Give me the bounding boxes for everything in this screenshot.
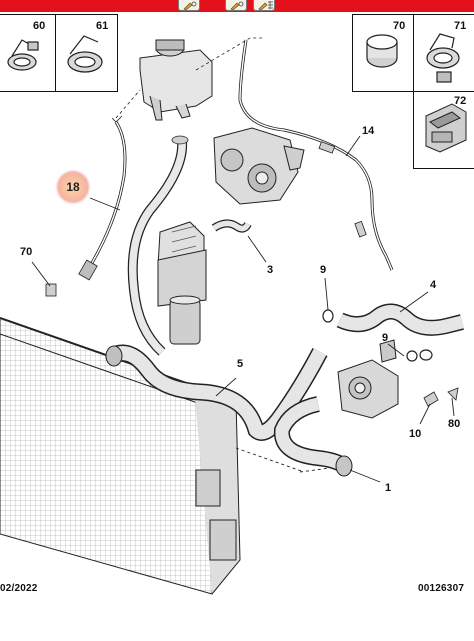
callout-80[interactable]: 80 — [448, 418, 461, 430]
clamp-60-icon — [7, 39, 39, 71]
thermostat-housing — [337, 339, 399, 419]
toolbar-button-2[interactable] — [225, 0, 247, 11]
sensor-72-icon — [425, 103, 467, 153]
pencil-link-icon — [183, 1, 197, 10]
part-box-61[interactable]: 61 — [55, 14, 118, 92]
callout-9-top[interactable]: 9 — [320, 264, 327, 276]
expansion-tank — [139, 39, 213, 121]
callout-10[interactable]: 10 — [409, 428, 422, 440]
callout-1[interactable]: 1 — [385, 482, 392, 494]
callout-4[interactable]: 4 — [430, 279, 437, 291]
callout-label: 18 — [66, 180, 80, 194]
o-ring-9-top — [322, 309, 334, 323]
callout-3[interactable]: 3 — [267, 264, 274, 276]
part-label: 60 — [33, 20, 46, 32]
footer-reference: 00126307 — [418, 583, 465, 594]
clamp-61-icon — [67, 35, 103, 73]
part-box-70[interactable]: 70 — [352, 14, 414, 92]
part-label: 70 — [393, 20, 406, 32]
engine-component — [213, 127, 305, 205]
part-box-60[interactable]: 60 — [0, 14, 56, 92]
highlighted-callout-18[interactable]: 18 — [58, 172, 88, 202]
clamp-71-icon — [426, 33, 460, 83]
part-label: 72 — [454, 95, 467, 107]
part-label: 61 — [96, 20, 109, 32]
callout-14[interactable]: 14 — [362, 125, 375, 137]
bottom-margin — [0, 611, 474, 641]
oil-cooler-block — [157, 221, 207, 345]
toolbar-button-3[interactable] — [253, 0, 275, 11]
callout-5[interactable]: 5 — [237, 358, 244, 370]
callout-70[interactable]: 70 — [20, 246, 33, 258]
clamp-70-icon — [366, 34, 398, 68]
footer-date: 02/2022 — [0, 583, 38, 594]
pencil-grid-icon — [258, 1, 273, 10]
part-label: 71 — [454, 20, 467, 32]
toolbar-button-1[interactable] — [178, 0, 200, 11]
pencil-link-icon — [230, 1, 244, 10]
callout-9-mid[interactable]: 9 — [382, 332, 389, 344]
